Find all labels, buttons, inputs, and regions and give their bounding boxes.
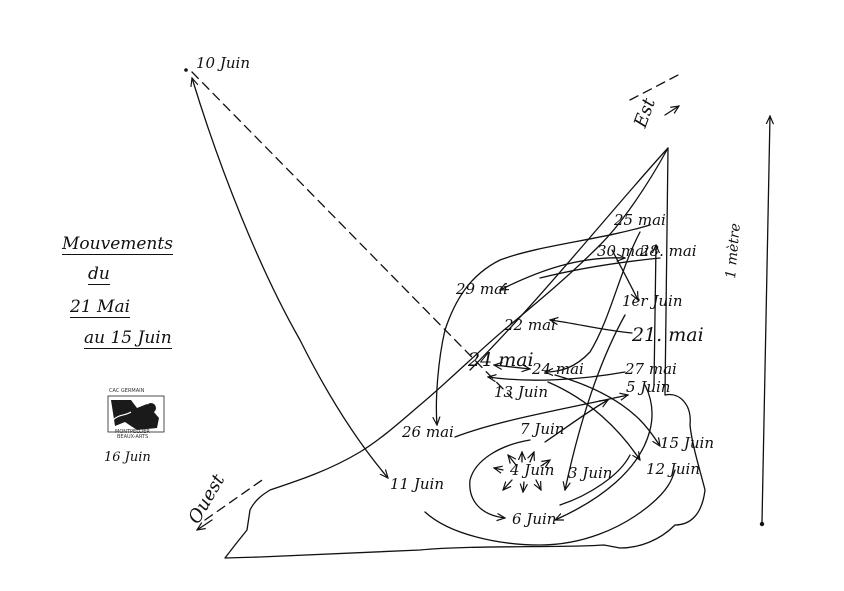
date-24-mai-a: 24 mai	[468, 349, 534, 371]
date-6-juin: 6 Juin	[512, 510, 557, 528]
curve-near-3juin	[559, 454, 631, 506]
ray-3	[530, 452, 534, 463]
arrow-6juin-5juin	[555, 384, 653, 521]
date-5-juin: 5 Juin	[626, 378, 671, 396]
arrow-3juin-1juin	[565, 314, 626, 490]
point-10juin	[184, 68, 188, 72]
arrow-to-26mai	[436, 224, 651, 425]
date-12-juin: 12 Juin	[646, 460, 700, 478]
title-line-3: 21 Mai	[70, 297, 131, 318]
ray-6	[523, 481, 524, 492]
room-outline	[224, 147, 706, 559]
date-15-juin: 15 Juin	[660, 434, 714, 452]
stamp-text-middle: MONTPELLIER	[115, 429, 150, 435]
arrow-24mai-24mai	[494, 365, 530, 369]
west-line	[204, 477, 266, 521]
date-24-mai-b: 24 mai	[532, 360, 584, 378]
ray-1	[508, 455, 517, 466]
date-21-mai: 21. mai	[632, 324, 704, 346]
ray-4	[540, 460, 550, 466]
arrow-30mai-1juin	[611, 249, 638, 300]
title-line-4: au 15 Juin	[84, 328, 172, 349]
line-top-24mai	[469, 147, 669, 371]
line-10juin-13juin	[191, 71, 513, 399]
date-27-mai: 27 mai	[625, 360, 677, 378]
stamp-text-bottom: BEAUX-ARTS	[117, 434, 149, 440]
date-25-mai: 25 mai	[614, 211, 666, 229]
arrow-21mai-22mai	[550, 320, 633, 334]
curve-11juin-12juin	[424, 469, 676, 546]
scale-bar-end	[759, 521, 765, 527]
date-13-juin: 13 Juin	[494, 383, 548, 401]
title-line-2: du	[88, 264, 110, 285]
arrow-10juin-11juin	[192, 78, 388, 478]
scale-bar	[761, 116, 770, 523]
ray-5	[503, 479, 513, 490]
date-22-mai: 22 mai	[504, 316, 556, 334]
ray-7	[536, 479, 541, 490]
east-line	[629, 73, 681, 101]
arrow-13juin-27mai	[488, 371, 626, 380]
arrow-24mai-15juin	[554, 374, 660, 446]
date-29-mai: 29 mai	[456, 280, 508, 298]
date-7-juin: 7 Juin	[520, 420, 565, 438]
date-26-mai: 26 mai	[402, 423, 454, 441]
loop-7juin-6juin	[469, 439, 531, 518]
arrow-5juin-28mai	[654, 245, 656, 386]
stamp: CAC GERMAIN MONTPELLIER BEAUX-ARTS	[107, 388, 167, 440]
ray-8	[494, 468, 504, 470]
date-1er-juin: 1er Juin	[622, 292, 683, 310]
date-28-mai: 28. mai	[640, 242, 697, 260]
stamp-graphic	[107, 395, 165, 433]
title-line-1: Mouvements	[62, 234, 173, 255]
arrow-24mai-12juin	[547, 381, 640, 460]
east-arrow	[664, 106, 679, 116]
arrow-29mai-30mai	[500, 258, 625, 290]
date-11-juin: 11 Juin	[390, 475, 444, 493]
date-30-mai: 30 mai	[597, 242, 649, 260]
signature-date: 16 Juin	[104, 450, 151, 465]
date-10-juin: 10 Juin	[196, 54, 250, 72]
stamp-text-top: CAC GERMAIN	[109, 388, 145, 394]
date-4-juin: 4 Juin	[510, 461, 555, 479]
arrow-7juin-5juin	[544, 400, 608, 443]
date-3-juin: 3 Juin	[568, 464, 613, 482]
west-arrow	[197, 519, 213, 530]
line-29mai-28mai	[539, 257, 661, 279]
